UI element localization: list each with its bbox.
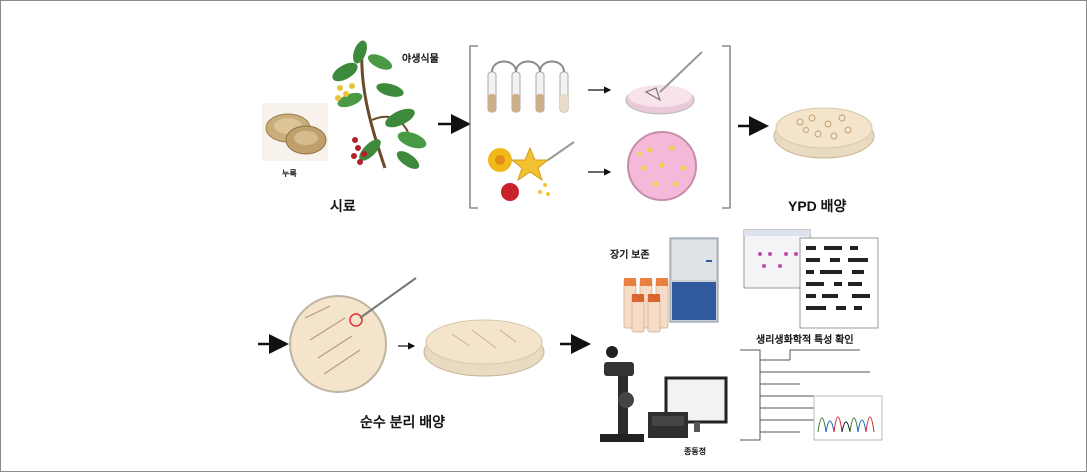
label-long-term-storage: 장기 보존	[610, 250, 650, 261]
pure-isolation-plate-1	[289, 277, 417, 393]
wild-plant-image	[332, 40, 427, 169]
label-physio-biochem-check: 생리생화학적 특성 확인	[756, 335, 854, 346]
streak-plate-top	[625, 51, 703, 115]
enrichment-bracket	[469, 45, 731, 209]
pure-isolation-plate-2	[423, 319, 545, 377]
culture-tubes	[487, 60, 569, 113]
label-nuruk: 누룩	[282, 169, 297, 178]
label-wild-plant: 야생식물	[402, 54, 439, 65]
freezer-image	[669, 237, 719, 323]
label-species-identification: 종동정	[684, 447, 707, 456]
pink-plate	[627, 131, 697, 201]
nuruk-image	[262, 103, 328, 161]
fruit-flower-sample	[488, 141, 575, 201]
biochemical-result-panel	[743, 229, 879, 329]
microscope-setup	[600, 346, 728, 442]
label-sample: 시료	[330, 198, 356, 214]
label-pure-isolation-culture: 순수 분리 배양	[360, 414, 446, 430]
label-ypd-culture: YPD 배양	[788, 198, 847, 214]
storage-tubes	[623, 278, 669, 333]
sequence-chromatogram	[813, 395, 883, 441]
ypd-plate	[773, 107, 875, 159]
